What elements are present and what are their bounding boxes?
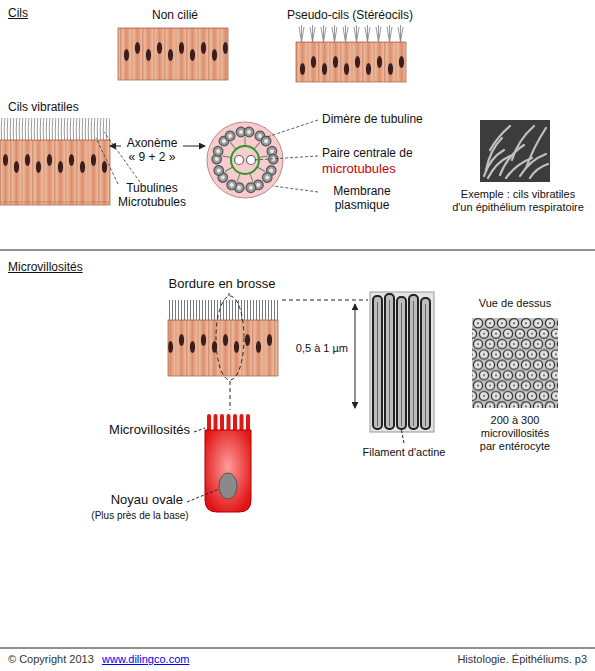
central-sheath [231,146,259,174]
tubulin-doublet [211,146,233,167]
part-label: Tubulines Microtubules [115,181,189,210]
leader-line [273,186,318,192]
figure-label: Non cilié [152,8,198,22]
pointer-arrow [183,146,205,147]
cell-row [168,320,278,376]
leader-line [229,293,230,296]
stereocilia [296,25,406,42]
central-microtubule [247,156,256,165]
actin-filament [378,300,426,426]
pointer-arrow [110,146,121,147]
separator [0,250,595,251]
figure-label: Cils vibratiles [8,100,79,114]
figure-label: Pseudo-cils (Stéréocils) [287,8,413,22]
dimension-label: 0,5 à 1 µm [296,342,348,355]
microvilli-top-view [472,318,558,408]
cell-row [118,28,228,80]
cilia-tufts [484,126,548,178]
tubulin-doublet [217,129,243,155]
part-label: Filament d'actine [363,446,446,459]
leader-line [401,428,404,443]
microvilli [168,300,278,320]
section-heading: Cils [8,6,28,20]
micrograph [472,318,558,408]
cell-row [296,42,406,82]
footer-rule [0,648,595,649]
part-label: microtubules [322,161,396,177]
enterocyte [205,430,251,512]
micrograph [480,120,550,182]
part-label: Paire centrale de [322,146,413,160]
leader-line [254,156,318,160]
part-label: Axonème « 9 + 2 » [124,136,180,165]
axoneme-section [207,122,283,198]
central-microtubule [235,156,244,165]
count-note: 200 à 300 microvillosités par entérocyte [477,414,553,454]
tubulin-doublet [257,146,279,167]
leader-line [230,381,231,410]
leader-line [96,138,118,184]
leader-line [194,428,205,432]
part-note: (Plus près de la base) [91,510,188,522]
website-link: www.dilingco.com [102,653,189,666]
leader-line [187,489,219,502]
page-footer: Histologie. Épithéliums. p3 [457,653,587,666]
example-note: Exemple : cils vibratiles d'un épithéliu… [451,188,586,214]
part-label: Microvillosités [109,422,190,438]
micrograph [370,292,434,432]
microvillus-profile [373,294,430,429]
nucleus [219,473,237,499]
figure-label: Vue de dessus [479,297,551,310]
cell-row [0,140,110,205]
section-heading: Microvillosités [8,260,83,274]
highlight-ellipse [216,296,244,380]
copyright: © Copyright 2013 [8,653,94,666]
tubulin-doublet [236,127,254,146]
part-label: Membrane plasmique [322,184,402,213]
dimension-arrow [355,304,356,408]
leader-line [267,120,318,137]
cilia [0,118,110,140]
part-label: Bordure en brosse [169,276,276,292]
leader-line [282,300,368,301]
part-label: Noyau ovale [111,492,183,508]
part-label: Dimère de tubuline [322,112,423,126]
